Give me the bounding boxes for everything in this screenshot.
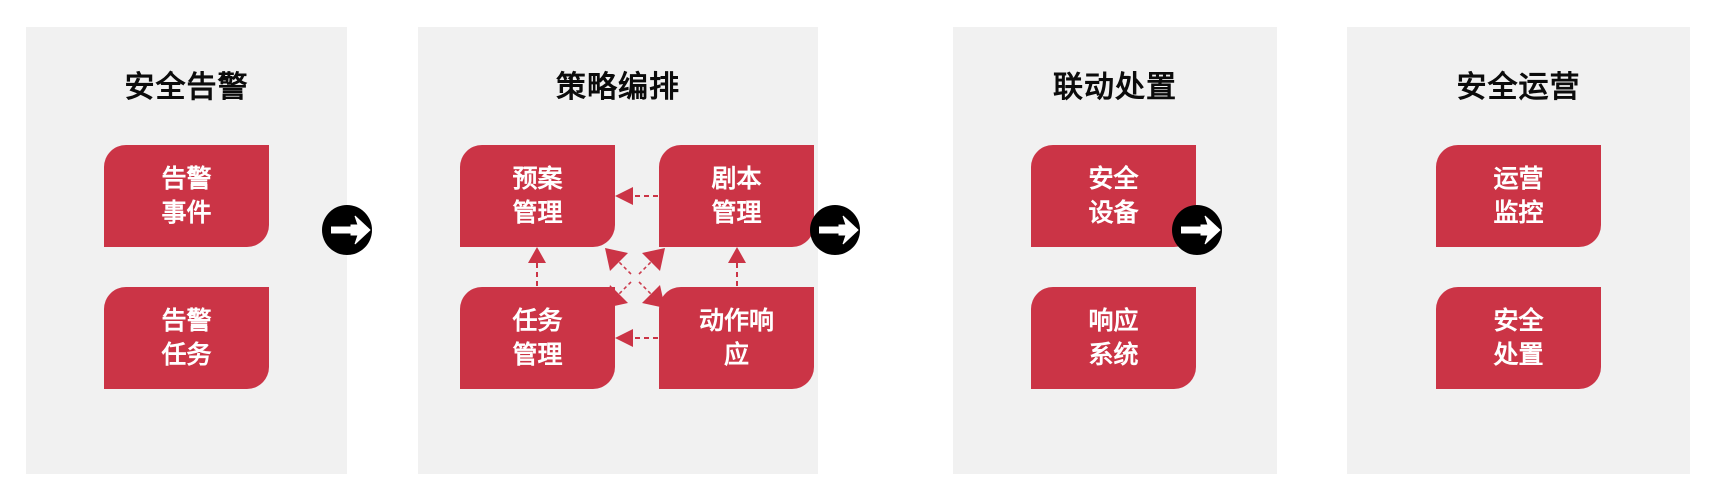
card-security-device-line-1: 安全 [1088, 165, 1139, 193]
card-script-management-line-2: 管理 [711, 199, 762, 227]
card-task-management-line-2: 管理 [512, 341, 563, 369]
card-security-device[interactable]: 安全 设备 [1031, 145, 1196, 247]
card-script-management[interactable]: 剧本 管理 [659, 145, 814, 247]
card-action-response[interactable]: 动作响 应 [659, 287, 814, 389]
card-security-disposal[interactable]: 安全 处置 [1436, 287, 1601, 389]
stage-panel-policy-orchestration[interactable]: 策略编排 预案 管理 剧本 管理 任务 管理 动作响 应 [418, 27, 818, 474]
stage-panel-security-alert[interactable]: 安全告警 告警 事件 告警 任务 [26, 27, 347, 474]
stage-panel-linked-handling[interactable]: 联动处置 安全 设备 响应 系统 [953, 27, 1277, 474]
stage-title-security-alert: 安全告警 [124, 71, 249, 104]
card-operation-monitor-line-1: 运营 [1493, 165, 1544, 193]
stage-title-security-operations: 安全运营 [1456, 71, 1581, 104]
card-action-response-line-2: 应 [723, 341, 749, 369]
card-action-response-line-1: 动作响 [698, 307, 774, 335]
card-plan-management-line-2: 管理 [512, 199, 563, 227]
stage-title-policy-orchestration: 策略编排 [556, 71, 680, 104]
stage-title-linked-handling: 联动处置 [1053, 71, 1177, 104]
card-alert-event[interactable]: 告警 事件 [104, 145, 269, 247]
card-response-system[interactable]: 响应 系统 [1031, 287, 1196, 389]
stage-panel-security-operations[interactable]: 安全运营 运营 监控 安全 处置 [1347, 27, 1690, 474]
card-task-management[interactable]: 任务 管理 [460, 287, 615, 389]
card-response-system-line-1: 响应 [1088, 307, 1139, 335]
card-security-device-line-2: 设备 [1088, 199, 1139, 227]
circle-arrow-right-icon[interactable] [810, 203, 864, 257]
card-security-disposal-line-1: 安全 [1493, 307, 1544, 335]
circle-arrow-right-icon[interactable] [322, 203, 376, 257]
card-alert-event-line-1: 告警 [161, 165, 212, 193]
card-task-management-line-1: 任务 [512, 307, 563, 335]
circle-arrow-right-icon[interactable] [1172, 203, 1226, 257]
card-plan-management[interactable]: 预案 管理 [460, 145, 615, 247]
card-alert-task-line-1: 告警 [161, 307, 212, 335]
card-alert-task-line-2: 任务 [161, 341, 212, 369]
card-grid-policy-orchestration: 预案 管理 剧本 管理 任务 管理 动作响 应 [418, 27, 818, 474]
card-security-disposal-line-2: 处置 [1493, 341, 1544, 369]
card-alert-task[interactable]: 告警 任务 [104, 287, 269, 389]
card-alert-event-line-2: 事件 [161, 199, 212, 227]
card-operation-monitor[interactable]: 运营 监控 [1436, 145, 1601, 247]
card-plan-management-line-1: 预案 [512, 165, 563, 193]
card-response-system-line-2: 系统 [1088, 341, 1139, 369]
card-script-management-line-1: 剧本 [711, 165, 762, 193]
card-operation-monitor-line-2: 监控 [1493, 199, 1544, 227]
